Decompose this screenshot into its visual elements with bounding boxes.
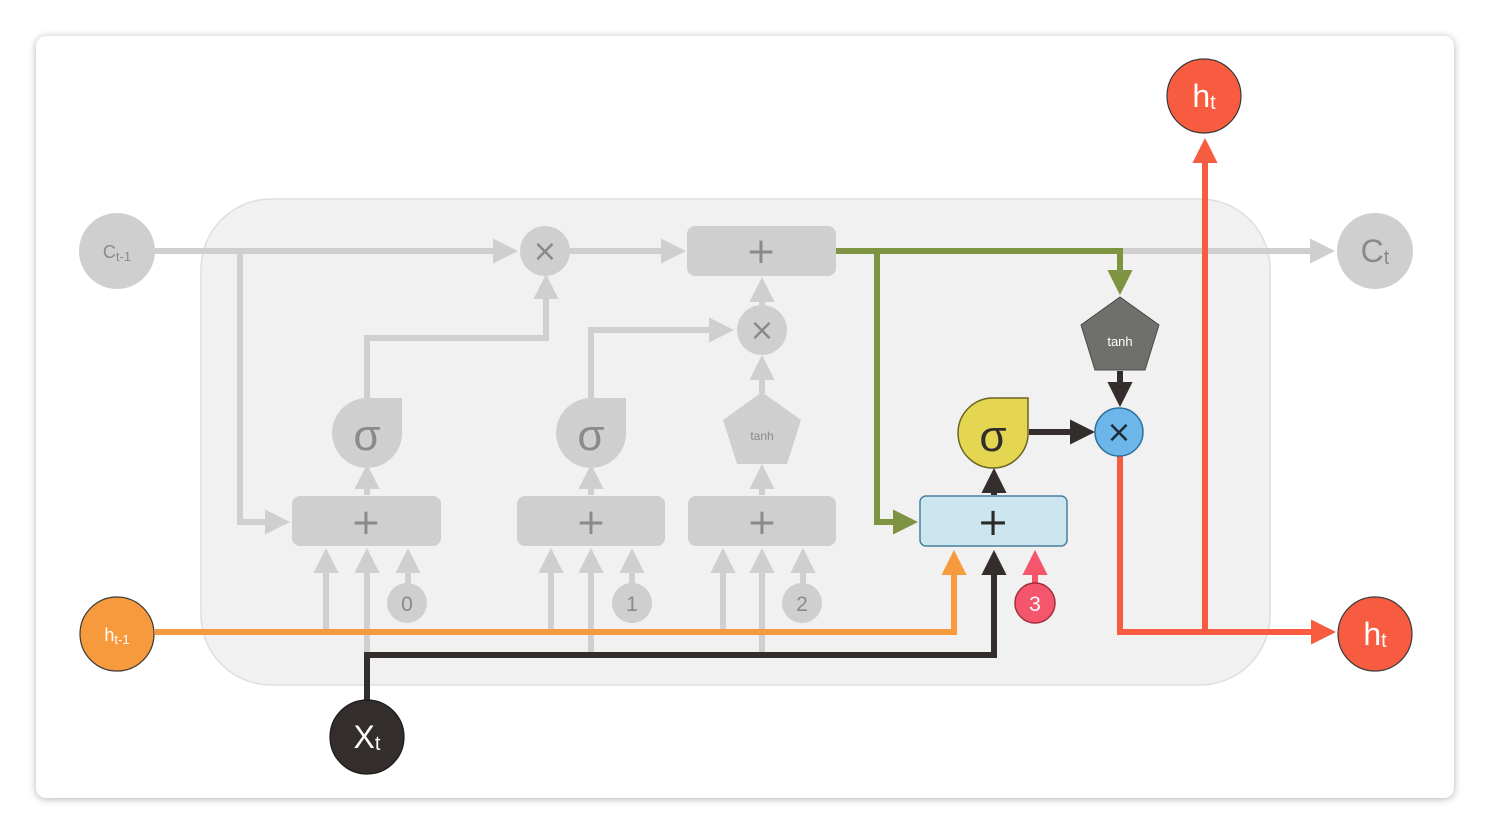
active-connections bbox=[155, 137, 1337, 700]
svg-text:Xt: Xt bbox=[354, 719, 381, 755]
forget-multiply-node: × bbox=[520, 226, 570, 276]
output-to-h-right bbox=[1117, 455, 1337, 645]
svg-text:Ct-1: Ct-1 bbox=[103, 242, 131, 264]
svg-text:3: 3 bbox=[1029, 593, 1041, 616]
input-multiply-node: × bbox=[737, 305, 787, 355]
svg-text:tanh: tanh bbox=[1107, 334, 1132, 349]
bias-node-2: 2 bbox=[782, 583, 822, 623]
bias-node-1: 1 bbox=[612, 583, 652, 623]
x-input-node: Xt bbox=[329, 699, 405, 775]
svg-text:Ct: Ct bbox=[1361, 233, 1390, 269]
bias-node-3: 3 bbox=[1014, 582, 1056, 624]
svg-text:ht: ht bbox=[1192, 78, 1216, 114]
bias-node-0: 0 bbox=[387, 583, 427, 623]
svg-text:×: × bbox=[1106, 415, 1131, 450]
cell-sum-node: + bbox=[687, 226, 836, 276]
svg-text:+: + bbox=[576, 502, 606, 543]
sigma-output-gate: σ bbox=[957, 397, 1029, 469]
c-next-node: Ct bbox=[1337, 213, 1413, 289]
h-out-right-node: ht bbox=[1337, 596, 1413, 672]
svg-text:0: 0 bbox=[401, 593, 413, 616]
svg-text:ht: ht bbox=[1363, 616, 1387, 652]
sigma1-to-input-mult bbox=[588, 317, 735, 398]
sum-node-0: + bbox=[292, 496, 441, 546]
h-out-top-node: ht bbox=[1166, 58, 1242, 134]
svg-text:ht-1: ht-1 bbox=[104, 625, 129, 647]
sum-node-1: + bbox=[517, 496, 665, 546]
sum-node-2: + bbox=[688, 496, 836, 546]
svg-text:1: 1 bbox=[626, 593, 638, 616]
svg-text:σ: σ bbox=[577, 411, 604, 460]
svg-text:σ: σ bbox=[979, 412, 1006, 461]
sigma0-to-forget-mult bbox=[364, 273, 559, 398]
svg-text:+: + bbox=[351, 502, 381, 543]
c-prev-node: Ct-1 bbox=[79, 213, 155, 289]
tanh-inactive-node: tanh bbox=[723, 392, 801, 464]
tanh-active-node: tanh bbox=[1080, 296, 1160, 371]
sigma-gate-0: σ bbox=[332, 398, 403, 468]
cell-state-to-tanh bbox=[877, 248, 1133, 296]
svg-text:tanh: tanh bbox=[750, 429, 773, 443]
h-prev-line bbox=[155, 549, 967, 635]
c-prev-to-sum0 bbox=[237, 251, 291, 535]
cell-state-to-output-sum bbox=[836, 248, 919, 535]
svg-text:+: + bbox=[747, 502, 777, 543]
svg-text:+: + bbox=[977, 500, 1009, 544]
output-sum-node: + bbox=[919, 495, 1068, 547]
svg-text:σ: σ bbox=[353, 411, 380, 460]
output-multiply-node: × bbox=[1094, 407, 1144, 457]
h-prev-node: ht-1 bbox=[79, 596, 155, 672]
svg-text:+: + bbox=[746, 231, 776, 272]
x-input-line bbox=[364, 549, 1007, 700]
svg-text:×: × bbox=[749, 313, 774, 348]
svg-text:×: × bbox=[532, 234, 557, 269]
sigma-gate-1: σ bbox=[556, 398, 627, 468]
svg-text:2: 2 bbox=[796, 593, 808, 616]
